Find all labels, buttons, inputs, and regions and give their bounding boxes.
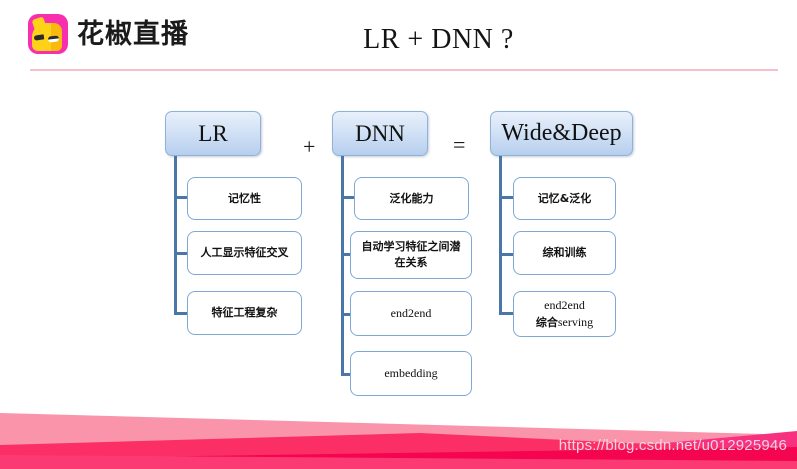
huajiao-cat-logo-icon <box>28 14 68 54</box>
widedeep-child-label-2: 综和训练 <box>542 246 587 260</box>
widedeep-child-label-3-line1: end2end <box>544 297 585 312</box>
widedeep-child-label-3-line2: 综合serving <box>536 314 593 331</box>
lr-child-label-3: 特征工程复杂 <box>211 306 278 320</box>
lr-branch-3 <box>174 312 188 315</box>
diagram-area: LR 记忆性 人工显示特征交叉 特征工程复杂 + DNN 泛化能力 自动学习特征… <box>165 111 633 396</box>
widedeep-branch-3 <box>499 312 513 315</box>
dnn-branch-4 <box>341 373 355 376</box>
dnn-branch-3 <box>341 313 355 316</box>
lr-child-box-2[interactable]: 人工显示特征交叉 <box>187 231 302 275</box>
widedeep-child-box-2[interactable]: 综和训练 <box>513 231 616 275</box>
widedeep-child-box-3[interactable]: end2end 综合serving <box>513 291 616 337</box>
brand-lockup: 花椒直播 <box>28 14 189 54</box>
dnn-branch-2 <box>341 253 355 256</box>
lr-trunk-connector <box>174 155 177 315</box>
dnn-child-box-4[interactable]: embedding <box>350 351 472 396</box>
widedeep-branch-1 <box>499 196 513 199</box>
lr-child-label-2: 人工显示特征交叉 <box>200 246 289 260</box>
lr-child-box-3[interactable]: 特征工程复杂 <box>187 291 302 335</box>
watermark-url: https://blog.csdn.net/u012925946 <box>558 437 787 454</box>
footer-decoration-shapes <box>0 413 797 469</box>
dnn-child-label-2: 自动学习特征之间潜在关系 <box>361 240 461 269</box>
operator-plus: + <box>303 134 316 159</box>
dnn-trunk-connector <box>341 155 344 375</box>
dnn-child-label-4: embedding <box>384 365 438 380</box>
dnn-child-box-3[interactable]: end2end <box>350 291 472 336</box>
lr-child-box-1[interactable]: 记忆性 <box>187 177 302 220</box>
header-box-lr[interactable]: LR <box>165 111 261 156</box>
header-divider <box>30 69 778 71</box>
lr-branch-1 <box>174 196 188 199</box>
header-box-wide-deep-label: Wide&Deep <box>501 120 622 146</box>
header-box-wide-deep[interactable]: Wide&Deep <box>490 111 633 156</box>
widedeep-child-label-3-line2-cjk: 综合 <box>535 316 558 329</box>
lr-child-label-1: 记忆性 <box>228 191 261 205</box>
dnn-child-box-2[interactable]: 自动学习特征之间潜在关系 <box>350 231 472 279</box>
deco-band-bright <box>0 455 797 469</box>
header-box-dnn[interactable]: DNN <box>332 111 428 156</box>
widedeep-child-label-1: 记忆&泛化 <box>537 191 592 205</box>
dnn-child-label-3: end2end <box>390 305 432 320</box>
lr-branch-2 <box>174 252 188 255</box>
dnn-branch-1 <box>341 196 355 199</box>
header-box-dnn-label: DNN <box>355 120 405 146</box>
widedeep-trunk-connector <box>499 155 502 315</box>
header-box-lr-label: LR <box>198 120 228 146</box>
brand-name: 花椒直播 <box>77 18 189 50</box>
footer-decoration: https://blog.csdn.net/u012925946 <box>0 389 797 469</box>
widedeep-branch-2 <box>499 253 513 256</box>
dnn-child-label-1: 泛化能力 <box>389 191 434 205</box>
widedeep-child-box-1[interactable]: 记忆&泛化 <box>513 177 616 220</box>
logo-face-shape <box>31 16 62 51</box>
dnn-child-box-1[interactable]: 泛化能力 <box>354 177 469 220</box>
widedeep-child-label-3-line2-latin: serving <box>557 315 594 329</box>
page-title: LR + DNN ? <box>363 24 514 55</box>
operator-equals: = <box>453 132 466 157</box>
